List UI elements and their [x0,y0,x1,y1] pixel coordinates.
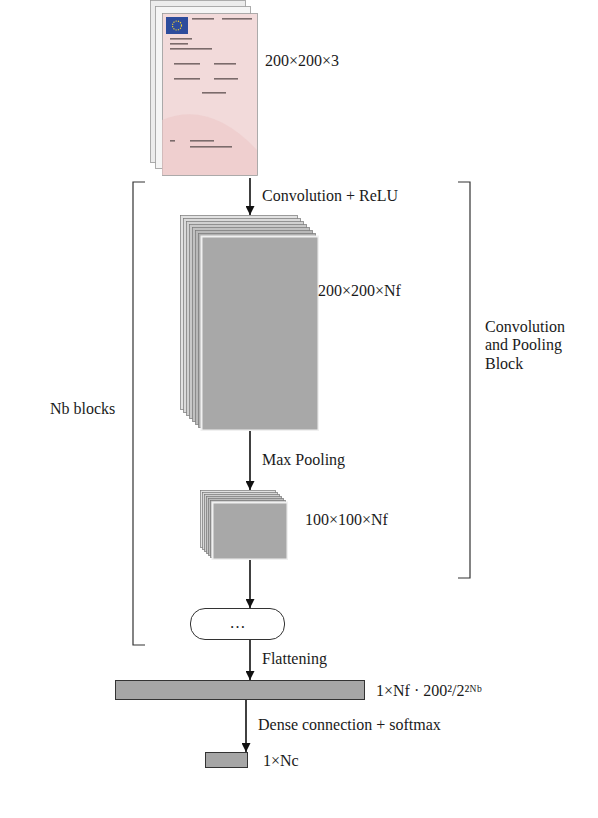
license-illustration [150,0,260,178]
card-print [170,48,212,50]
size-label: 200×200×Nf [318,282,401,300]
size-label: 200×200×3 [265,52,339,70]
size-label: 100×100×Nf [305,511,388,529]
operation-label: Convolution + ReLU [262,187,398,205]
card-print [214,63,236,65]
operation-label: Dense connection + softmax [258,716,441,734]
card-print [214,78,238,80]
card-print [192,18,214,20]
flow-arrow [249,560,251,608]
feature-map [213,503,288,560]
eu-flag [166,17,188,34]
flow-arrow [249,178,251,215]
card-print [222,18,252,20]
card-tint [162,114,257,175]
feature-map [202,237,319,431]
pooled-map-stack: 100×100×Nf [200,490,288,560]
card-print [170,140,175,142]
feature-maps [200,490,288,560]
flow-arrow [245,700,247,752]
input-image-stack: 200×200×3 [150,0,260,178]
flattened-vector: 1×Nf · 200²/2²ᴺᵇ [115,680,365,700]
block-bracket [458,182,470,578]
ellipsis-text: … [191,614,284,632]
eu-stars [173,21,182,30]
output-vector: 1×Nc [205,752,248,768]
block-count-label: Nb blocks [50,400,115,418]
block-name-label: Convolution and Pooling Block [485,318,585,373]
size-label: 1×Nf · 200²/2²ᴺᵇ [376,682,482,700]
feature-map-stack: 200×200×Nf [180,215,319,431]
flow-arrow [249,640,251,680]
license-card [163,14,258,176]
card-print [190,146,232,148]
ellipsis-box: … [190,608,285,640]
size-label: 1×Nc [263,752,299,770]
outer-bracket [133,182,145,645]
card-print [170,38,192,40]
card-print [174,78,200,80]
flow-arrow [249,431,251,490]
operation-label: Flattening [262,650,327,668]
card-print [170,43,188,45]
feature-maps [180,215,319,431]
card-print [190,140,214,142]
operation-label: Max Pooling [262,451,345,469]
card-print [202,92,226,94]
card-print [174,63,200,65]
